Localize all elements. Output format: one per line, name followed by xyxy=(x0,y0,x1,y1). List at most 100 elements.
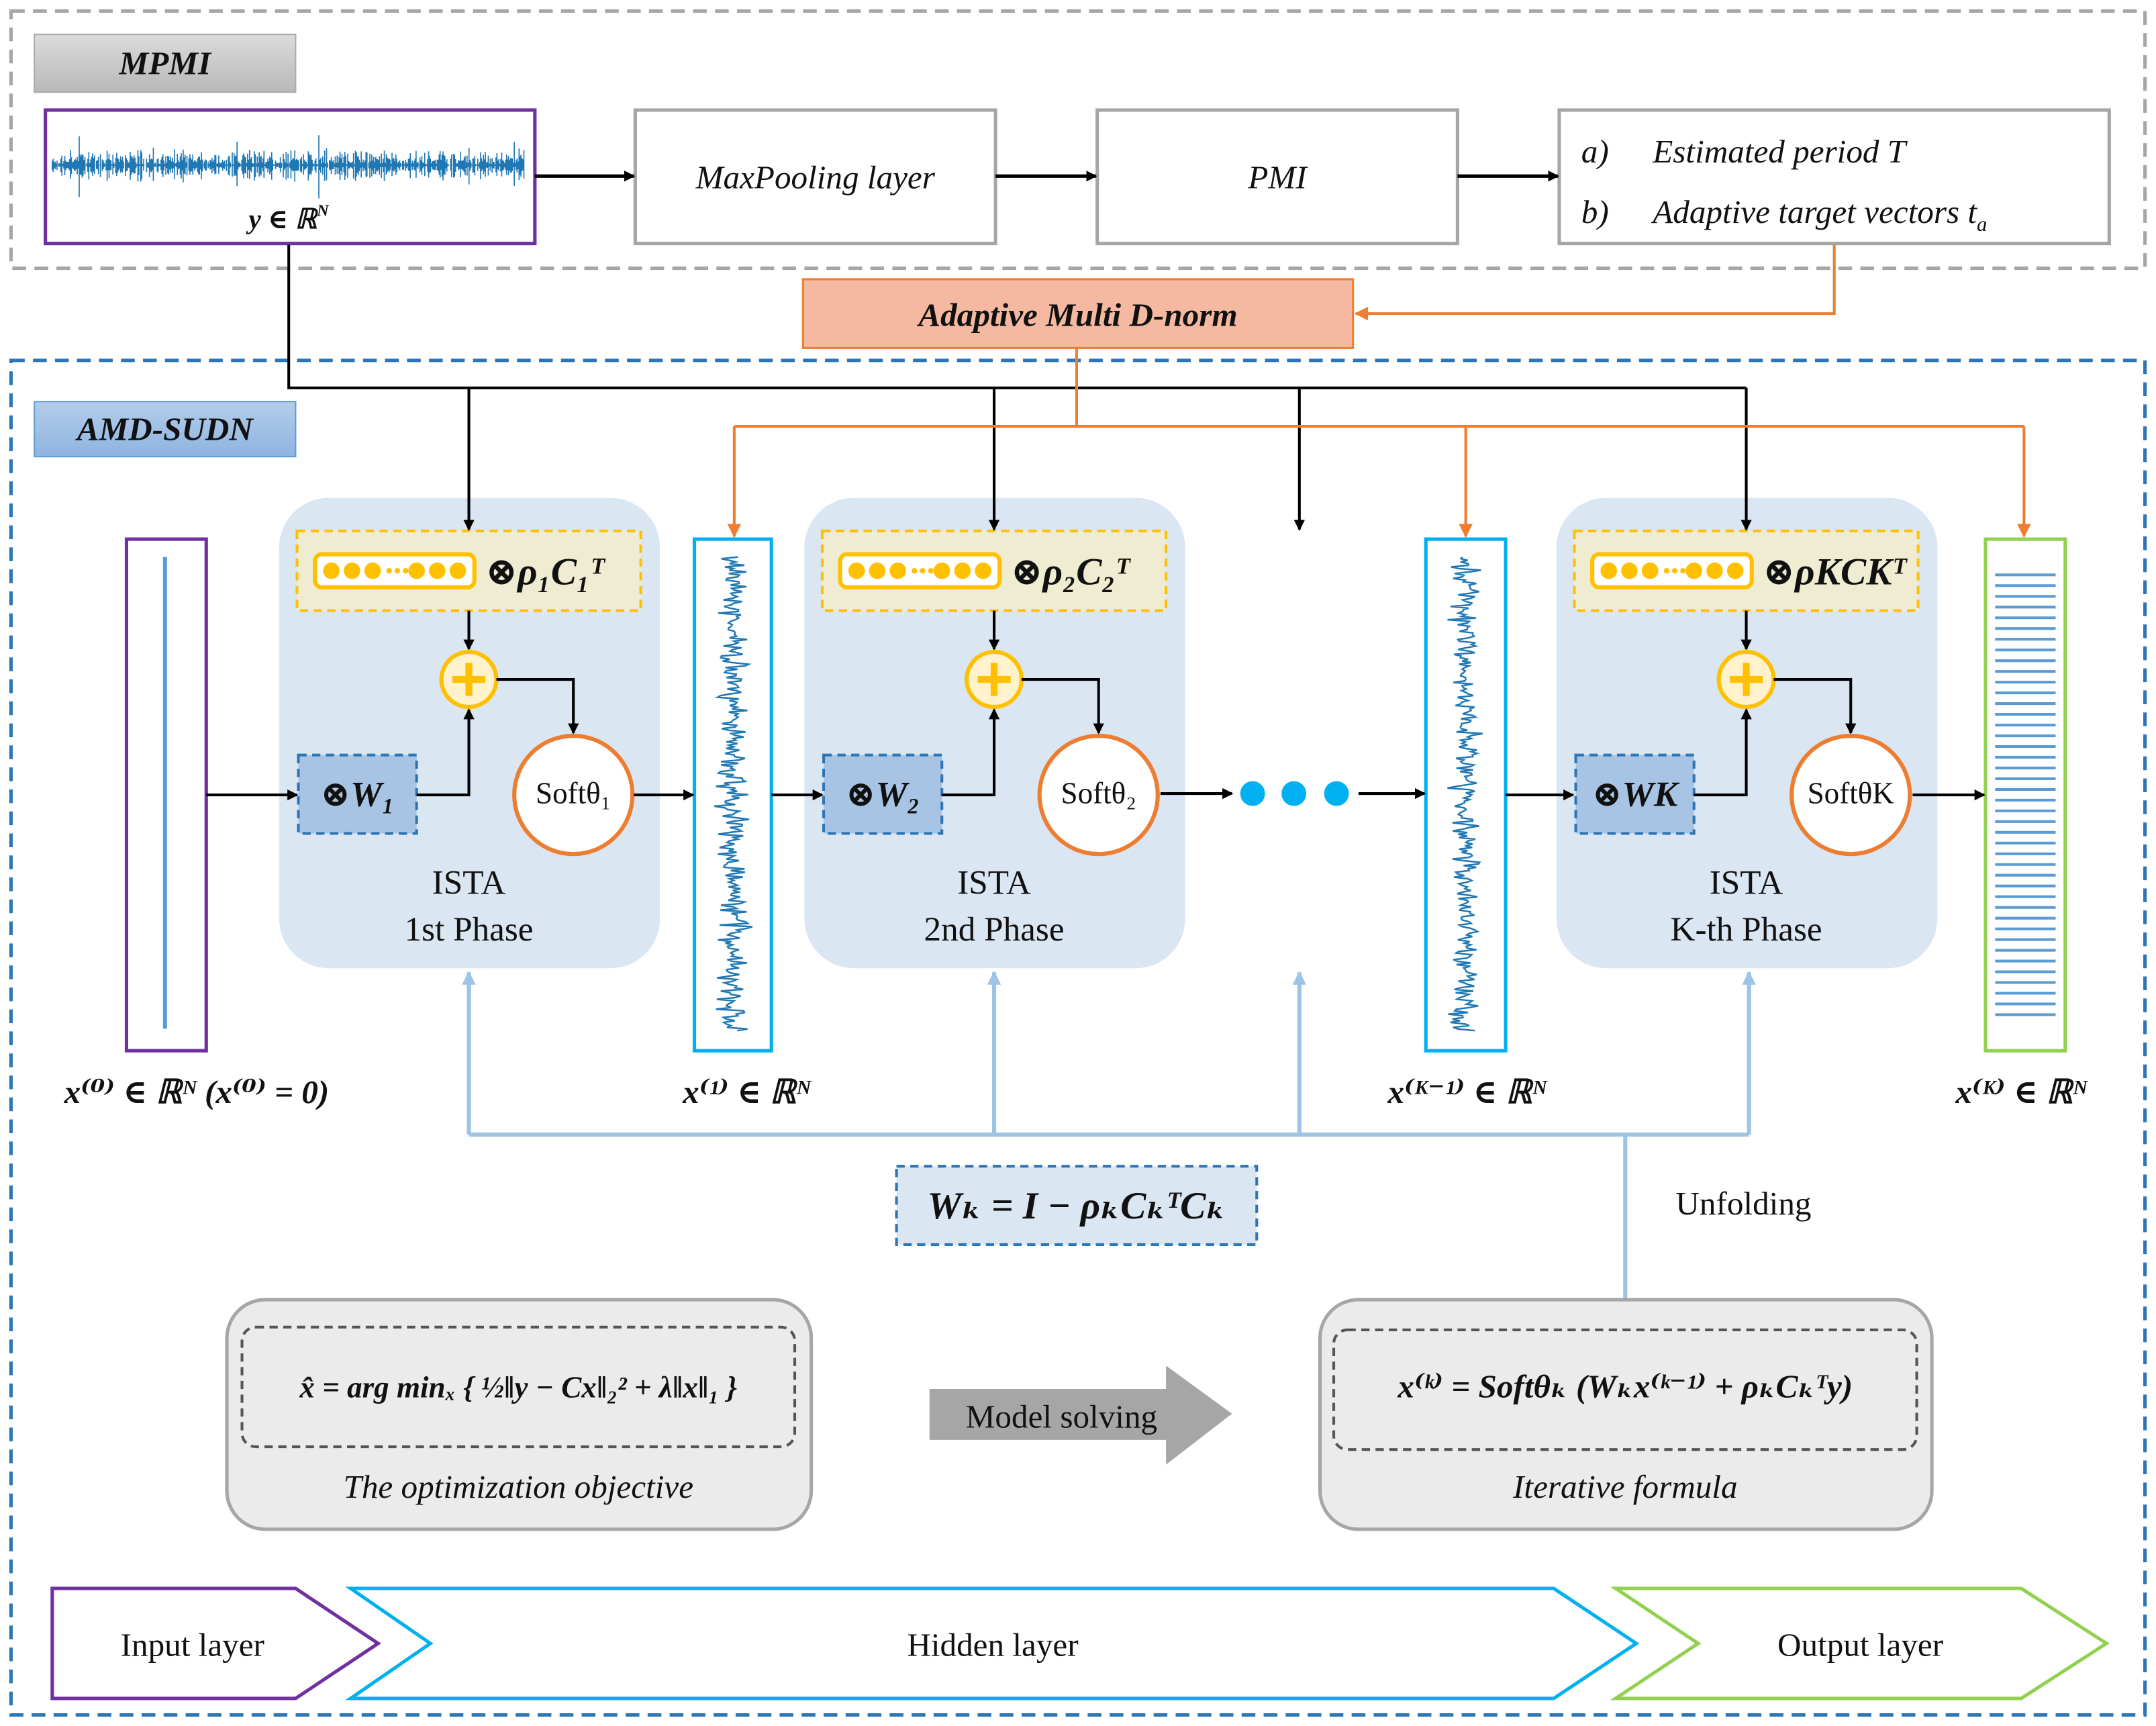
model-solving-arrow xyxy=(929,1365,1232,1465)
hidden-layer-chevron xyxy=(345,1586,1640,1700)
filter-dot xyxy=(848,562,865,579)
filter-dot xyxy=(364,562,381,579)
filter-dot xyxy=(403,568,409,574)
adaptive-dnorm-label: Adaptive Multi D-norm xyxy=(916,297,1237,334)
x1-label: x⁽¹⁾ ∈ ℝᴺ xyxy=(682,1073,812,1110)
soft-threshold-label: SoftθK xyxy=(1808,776,1895,810)
soft-threshold-node xyxy=(1037,733,1160,857)
conv-operator: ⊗ρ₁C₁ᵀ xyxy=(485,551,606,593)
x0-label: x⁽⁰⁾ ∈ ℝᴺ (x⁽⁰⁾ = 0) xyxy=(64,1073,330,1110)
plus-icon-glyph xyxy=(977,663,1011,696)
phase-subtitle: K-th Phase xyxy=(1670,910,1822,949)
filter-dot xyxy=(1600,562,1617,579)
phase-subtitle: 1st Phase xyxy=(405,910,534,949)
objective-formula: x̂ = arg minₓ { ½‖y − Cx‖₂² + λ‖x‖₁ } xyxy=(299,1370,737,1404)
adaptive-dnorm-box xyxy=(801,278,1355,349)
conv-operator: ⊗ρKCKᵀ xyxy=(1763,551,1908,593)
mpmi-output-box xyxy=(1557,108,2111,246)
ellipsis-dot xyxy=(1324,781,1349,806)
phase-title: ISTA xyxy=(1710,864,1783,902)
y-distribution-lines xyxy=(287,244,1752,531)
phase-title: ISTA xyxy=(432,864,506,902)
x1-waveform xyxy=(714,556,753,1032)
conv-operator: ⊗ρ₂C₂ᵀ xyxy=(1011,551,1132,593)
w-operator: ⊗W₂ xyxy=(846,774,920,814)
iterative-formula: x⁽ᵏ⁾ = Softθₖ (Wₖx⁽ᵏ⁻¹⁾ + ρₖCₖᵀy) xyxy=(1397,1368,1853,1404)
w-block xyxy=(822,753,944,835)
filter-dot xyxy=(386,568,392,574)
iterative-box xyxy=(1318,1298,1934,1531)
signal-label: y ∈ ℝN xyxy=(246,202,330,234)
xk1-waveform xyxy=(1447,556,1483,1032)
filter-dot xyxy=(954,562,971,579)
soft-threshold-node xyxy=(512,733,635,857)
ellipsis-dot xyxy=(1240,781,1265,806)
filter-dot xyxy=(920,568,926,574)
filter-dot xyxy=(869,562,886,579)
plus-icon-glyph xyxy=(1729,663,1763,696)
soft-threshold-node xyxy=(1790,733,1912,857)
unfolding-label: Unfolding xyxy=(1675,1185,1811,1222)
output-a-text: Estimated period T xyxy=(1652,133,1908,170)
hidden-layer-label: Hidden layer xyxy=(907,1626,1078,1663)
target-vector-arrow xyxy=(1354,244,1836,321)
ista-phase-3: ⊗ρKCKᵀ ⊗WK SoftθK ISTA K-th Phase xyxy=(1556,497,1938,969)
waveform-trace xyxy=(52,135,525,199)
pmi-label: PMI xyxy=(1247,159,1308,196)
filter-dot xyxy=(1680,568,1686,574)
output-a-marker: a) xyxy=(1581,133,1609,170)
ellipsis-dot xyxy=(1281,781,1307,806)
xk1-label: x⁽ᴷ⁻¹⁾ ∈ ℝᴺ xyxy=(1387,1073,1548,1110)
xk-column xyxy=(1983,537,2067,1053)
iterative-caption: Iterative formula xyxy=(1512,1468,1737,1505)
w-operator: ⊗WK xyxy=(1592,774,1680,814)
w-operator: ⊗W₁ xyxy=(320,774,395,814)
filter-dot xyxy=(323,562,340,579)
output-b-text: Adaptive target vectors ta xyxy=(1651,193,1987,236)
waveform-trace xyxy=(714,556,753,1032)
phase-subtitle: 2nd Phase xyxy=(924,910,1065,949)
filter-dot xyxy=(1671,568,1678,574)
objective-formula-box xyxy=(240,1325,797,1449)
pmi-box xyxy=(1095,108,1459,246)
mpmi-label: MPMI xyxy=(119,45,212,82)
filter-dot xyxy=(429,562,446,579)
filter-dot xyxy=(912,568,918,574)
mpmi-label-box xyxy=(34,34,297,93)
maxpooling-box xyxy=(633,108,997,246)
plus-icon-glyph xyxy=(452,663,486,696)
w-block xyxy=(297,753,418,835)
maxpooling-label: MaxPooling layer xyxy=(695,159,936,196)
filter-dot xyxy=(975,562,991,579)
input-signal-waveform xyxy=(52,135,525,199)
xk-label: x⁽ᴷ⁾ ∈ ℝᴺ xyxy=(1955,1073,2088,1110)
filter-dot xyxy=(394,568,401,574)
unfolding-lines xyxy=(462,971,1756,1300)
amd-sudn-label: AMD-SUDN xyxy=(75,411,254,448)
filter-dot xyxy=(1663,568,1669,574)
input-layer-chevron xyxy=(50,1586,381,1700)
filter-dot xyxy=(408,562,425,579)
filter-dot xyxy=(449,562,467,579)
filter-dot xyxy=(1641,562,1659,579)
filter-dot xyxy=(1726,562,1744,579)
wk-formula: Wₖ = I − ρₖCₖᵀCₖ xyxy=(928,1185,1226,1227)
soft-threshold-label: Softθ₂ xyxy=(1061,776,1136,810)
objective-caption: The optimization objective xyxy=(344,1468,694,1505)
xk1-column xyxy=(1424,537,1508,1053)
filter-dot xyxy=(344,562,360,579)
input-layer-label: Input layer xyxy=(121,1626,264,1663)
filter-dot xyxy=(1706,562,1723,579)
output-b-marker: b) xyxy=(1581,193,1609,230)
xk-sparse-output xyxy=(1995,573,2056,1016)
waveform-trace xyxy=(1447,556,1483,1032)
wk-formula-box xyxy=(895,1165,1259,1246)
amd-sudn-label-box xyxy=(34,401,297,458)
filter-dot xyxy=(889,562,906,579)
flow-arrows xyxy=(206,787,1986,801)
mpmi-section xyxy=(9,9,2147,271)
output-layer-chevron xyxy=(1610,1586,2110,1700)
iterative-formula-box xyxy=(1332,1328,1918,1451)
